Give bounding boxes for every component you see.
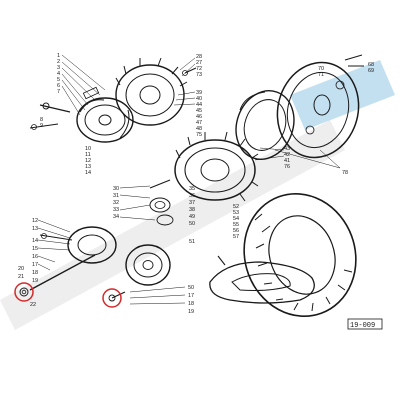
leader-lines — [37, 54, 341, 305]
callout-label: 20 — [18, 266, 24, 272]
callout-label: 14 — [85, 170, 91, 176]
callout-label: 56 — [233, 228, 239, 234]
highlight-circle-left — [14, 282, 34, 302]
callout-label: 27 — [196, 60, 202, 66]
callout-label: 48 — [196, 126, 202, 132]
diagram-code: 19-009 — [350, 322, 375, 330]
callout-label: 33 — [113, 207, 119, 213]
inner-tube — [209, 255, 315, 304]
hub-plate-lower — [29, 226, 117, 291]
callouts-middle: 30 31 32 33 34 35 36 37 38 49 50 51 52 5… — [113, 186, 239, 245]
callout-label: 69 — [368, 68, 374, 74]
callout-label: 72 — [196, 66, 202, 72]
callout-label: 13 — [85, 164, 91, 170]
callout-label: 45 — [196, 108, 202, 114]
callouts-lower-center: 50 17 18 19 — [188, 285, 194, 315]
callout-label: 39 — [196, 90, 202, 96]
callout-label: 14 — [32, 238, 38, 244]
callout-label: 28 — [196, 54, 202, 60]
watermark-band-grey — [0, 120, 345, 330]
callout-label: 43 — [284, 146, 290, 152]
callouts-upper-left: 1 2 3 4 5 6 7 8 9 10 11 12 13 14 — [40, 53, 91, 176]
callout-label: 5 — [57, 77, 60, 83]
tire — [243, 192, 357, 318]
callout-label: 71 — [318, 72, 324, 78]
callout-label: 50 — [188, 285, 194, 291]
callout-label: 2 — [57, 59, 60, 65]
callout-label: 53 — [233, 210, 239, 216]
callout-label: 68 — [368, 62, 374, 68]
brake-assembly-upper — [29, 86, 134, 143]
callout-label: 37 — [189, 200, 195, 206]
callout-label: 21 — [18, 274, 24, 280]
brake-drum-upper — [115, 57, 197, 126]
callout-label: 41 — [284, 158, 290, 164]
highlight-circle-center — [102, 288, 122, 308]
callout-label: 4 — [57, 71, 60, 77]
callout-label: 36 — [189, 193, 195, 199]
brake-drum-lower — [125, 244, 171, 286]
callout-label: 31 — [113, 193, 119, 199]
callouts-upper-center: 28 27 72 73 39 40 44 45 46 47 48 75 43 4… — [196, 54, 290, 170]
wheel-hub-center — [149, 131, 259, 226]
callout-label: 76 — [284, 164, 290, 170]
callout-label: 78 — [342, 170, 348, 176]
callout-label: 19 — [188, 309, 194, 315]
callout-label: 42 — [284, 152, 290, 158]
callout-label: 13 — [32, 226, 38, 232]
callout-label: 30 — [113, 186, 119, 192]
callout-label: 15 — [32, 246, 38, 252]
watermark-band-blue — [290, 60, 395, 130]
callout-label: 8 — [40, 117, 43, 123]
callout-label: 18 — [32, 270, 38, 276]
callout-label: 73 — [196, 72, 202, 78]
callout-label: 49 — [189, 214, 195, 220]
callout-label: 11 — [85, 152, 91, 158]
callout-label: 46 — [196, 114, 202, 120]
callout-label: 1 — [57, 53, 60, 59]
callout-label: 35 — [189, 186, 195, 192]
callout-label: 55 — [233, 222, 239, 228]
callout-label: 3 — [57, 65, 60, 71]
callout-label: 18 — [188, 301, 194, 307]
callout-label: 10 — [85, 146, 91, 152]
callout-label: 32 — [113, 200, 119, 206]
callout-label: 17 — [188, 293, 194, 299]
diagram-code-box: 19-009 — [347, 318, 383, 330]
callouts-lower-left: 12 13 14 15 16 17 18 19 20 21 22 — [18, 218, 38, 308]
callout-label: 75 — [196, 132, 202, 138]
callout-label: 9 — [40, 123, 43, 129]
callout-label: 44 — [196, 102, 202, 108]
callout-label: 7 — [57, 89, 60, 95]
callout-label: 16 — [32, 254, 38, 260]
callout-label: 47 — [196, 120, 202, 126]
callouts-right: 68 69 70 71 78 — [318, 62, 374, 176]
callout-label: 17 — [32, 262, 38, 268]
brake-plate-right — [276, 54, 364, 159]
callout-label: 12 — [85, 158, 91, 164]
callout-label: 22 — [30, 302, 36, 308]
callout-label: 12 — [32, 218, 38, 224]
fasteners — [19, 287, 126, 302]
callout-label: 57 — [233, 234, 239, 240]
callout-label: 6 — [57, 83, 60, 89]
callout-label: 52 — [233, 204, 239, 210]
callout-label: 38 — [189, 207, 195, 213]
callout-label: 19 — [32, 278, 38, 284]
callout-label: 34 — [113, 214, 119, 220]
callout-label: 40 — [196, 96, 202, 102]
callout-label: 70 — [318, 66, 324, 72]
callout-label: 54 — [233, 216, 239, 222]
callout-label: 51 — [189, 239, 195, 245]
callout-label: 50 — [189, 221, 195, 227]
